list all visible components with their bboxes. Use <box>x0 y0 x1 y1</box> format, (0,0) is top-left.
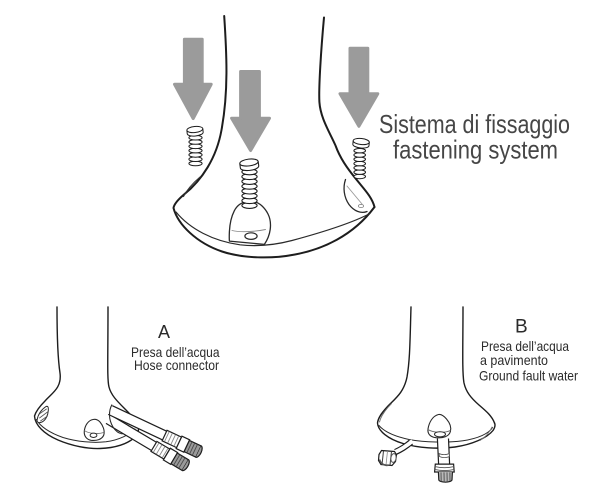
svg-text:Sistema di fissaggio: Sistema di fissaggio <box>379 109 570 139</box>
svg-text:Presa dell’acqua: Presa dell’acqua <box>131 344 220 360</box>
svg-text:Presa dell’acqua: Presa dell’acqua <box>481 338 569 354</box>
svg-text:Hose connector: Hose connector <box>134 357 219 373</box>
svg-text:B: B <box>515 316 528 337</box>
svg-text:a pavimento: a pavimento <box>480 352 548 368</box>
svg-text:Ground fault water: Ground fault water <box>479 368 578 384</box>
svg-text:A: A <box>158 322 170 342</box>
svg-text:fastening system: fastening system <box>393 135 558 165</box>
